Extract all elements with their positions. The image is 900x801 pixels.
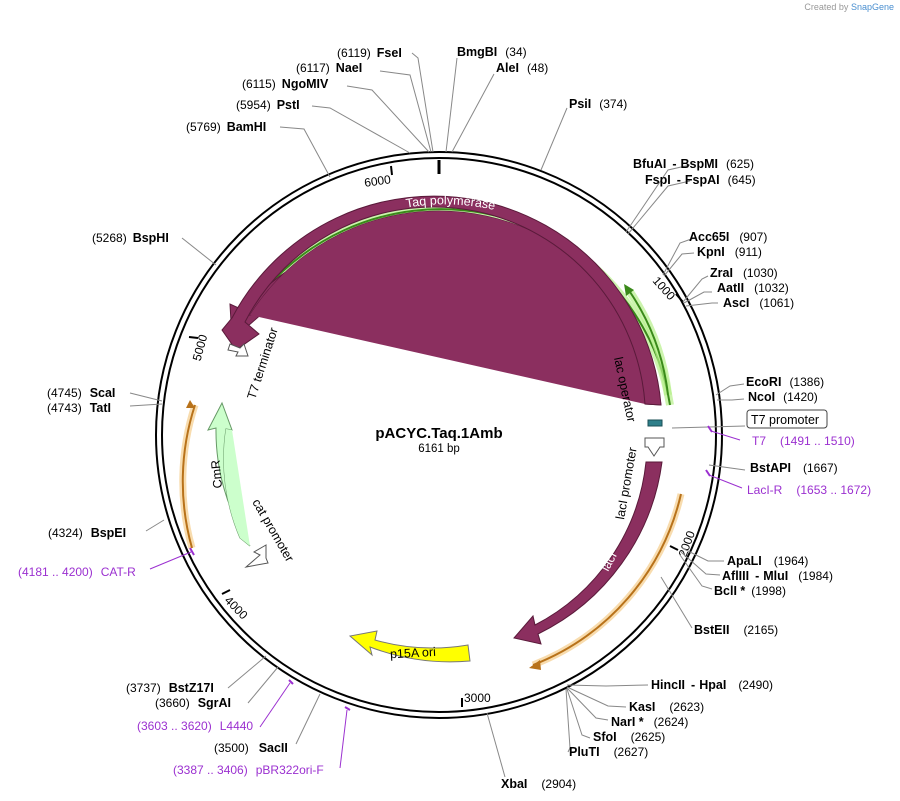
laci-promoter-feature[interactable]	[644, 437, 665, 457]
site-bfuai[interactable]: BfuAI-BspMI(625)	[633, 157, 754, 171]
primer-pbr322ori-f[interactable]: (3387 .. 3406)pBR322ori-F	[173, 763, 324, 777]
site-tati[interactable]: (4743)TatI	[47, 401, 111, 415]
credit-prefix: Created by	[804, 2, 849, 12]
primers: T7(1491 .. 1510) LacI-R(1653 .. 1672) (4…	[18, 434, 871, 777]
primer-leaders	[149, 430, 743, 769]
site-naei[interactable]: (6117)NaeI	[296, 61, 362, 75]
site-acc65i[interactable]: Acc65I(907)	[689, 230, 767, 244]
plasmid-length: 6161 bp	[418, 443, 460, 455]
site-nari[interactable]: NarI *(2624)	[611, 715, 688, 729]
site-bamhi[interactable]: (5769)BamHI	[186, 120, 266, 134]
primer-laci-r[interactable]: LacI-R(1653 .. 1672)	[747, 483, 871, 497]
site-apali[interactable]: ApaLI(1964)	[727, 554, 808, 568]
orf-lac-upstream	[624, 284, 672, 396]
credit: Created by SnapGene	[804, 2, 894, 12]
t7-promoter-box[interactable]	[746, 409, 828, 429]
site-bsteii[interactable]: BstEII(2165)	[694, 623, 778, 637]
tick-5000: 5000	[190, 333, 211, 363]
tick-6000: 6000	[363, 172, 392, 190]
site-zrai[interactable]: ZraI(1030)	[710, 266, 778, 280]
site-ngomiv[interactable]: (6115)NgoMIV	[242, 77, 329, 91]
t7-terminator-feature[interactable]	[227, 343, 249, 357]
site-psti[interactable]: (5954)PstI	[236, 98, 300, 112]
orf-cmr	[179, 400, 199, 549]
site-kpni[interactable]: KpnI(911)	[697, 245, 762, 259]
primer-l4440[interactable]: (3603 .. 3620)L4440	[137, 719, 253, 733]
site-hincii[interactable]: HincII-HpaI(2490)	[651, 678, 773, 692]
site-asci[interactable]: AscI(1061)	[723, 296, 794, 310]
site-aatii[interactable]: AatII(1032)	[717, 281, 789, 295]
site-fspi[interactable]: FspI-FspAI(645)	[645, 173, 756, 187]
cat-promoter-feature[interactable]	[244, 544, 269, 568]
tick-marks	[188, 165, 684, 707]
taq-polymerase-feature[interactable]	[221, 195, 662, 406]
site-alei[interactable]: AleI(48)	[496, 61, 548, 75]
site-bcli[interactable]: BclI *(1998)	[714, 584, 786, 598]
tick-3000: 3000	[464, 691, 491, 705]
site-bstapi[interactable]: BstAPI(1667)	[750, 461, 838, 475]
site-xbai[interactable]: XbaI(2904)	[501, 777, 576, 791]
site-scai[interactable]: (4745)ScaI	[47, 386, 115, 400]
site-sgrai[interactable]: (3660)SgrAI	[155, 696, 231, 710]
site-pluti[interactable]: PluTI(2627)	[569, 745, 648, 759]
site-bsphi[interactable]: (5268)BspHI	[92, 231, 169, 245]
site-ecori[interactable]: EcoRI(1386)	[746, 375, 824, 389]
site-sacii[interactable]: (3500)SacII	[214, 741, 288, 755]
restriction-sites: (6119)FseI (6117)NaeI (6115)NgoMIV (5954…	[47, 45, 838, 791]
cmr-label: CmR	[209, 459, 225, 489]
primer-t7[interactable]: T7(1491 .. 1510)	[752, 434, 855, 448]
p15a-ori-feature[interactable]	[348, 630, 471, 663]
backbone	[155, 151, 723, 719]
primer-cat-r[interactable]: (4181 .. 4200)CAT-R	[18, 565, 136, 579]
site-bstz17i[interactable]: (3737)BstZ17I	[126, 681, 214, 695]
laci-feature[interactable]	[513, 461, 663, 645]
site-psii[interactable]: PsiI(374)	[569, 97, 627, 111]
cat-promoter-label: cat promoter	[249, 497, 296, 565]
site-afliii[interactable]: AflIII-MluI(1984)	[722, 569, 833, 583]
site-sfoi[interactable]: SfoI(2625)	[593, 730, 665, 744]
site-kasi[interactable]: KasI(2623)	[629, 700, 704, 714]
lac-operator-feature[interactable]	[647, 419, 663, 427]
snapgene-logo: SnapGene	[850, 2, 894, 12]
cmr-feature[interactable]	[207, 401, 251, 547]
site-ncoi[interactable]: NcoI(1420)	[748, 390, 818, 404]
site-leaders	[129, 52, 746, 778]
site-bspei[interactable]: (4324)BspEI	[48, 526, 126, 540]
p15a-ori-label: p15A ori	[390, 645, 437, 661]
site-bmgbi[interactable]: BmgBI(34)	[457, 45, 527, 59]
t7-promoter-label: T7 promoter	[751, 413, 819, 427]
orf-laci	[529, 493, 685, 670]
plasmid-name: pACYC.Taq.1Amb	[375, 425, 502, 442]
tick-4000: 4000	[222, 593, 251, 622]
site-fsei[interactable]: (6119)FseI	[337, 46, 402, 60]
